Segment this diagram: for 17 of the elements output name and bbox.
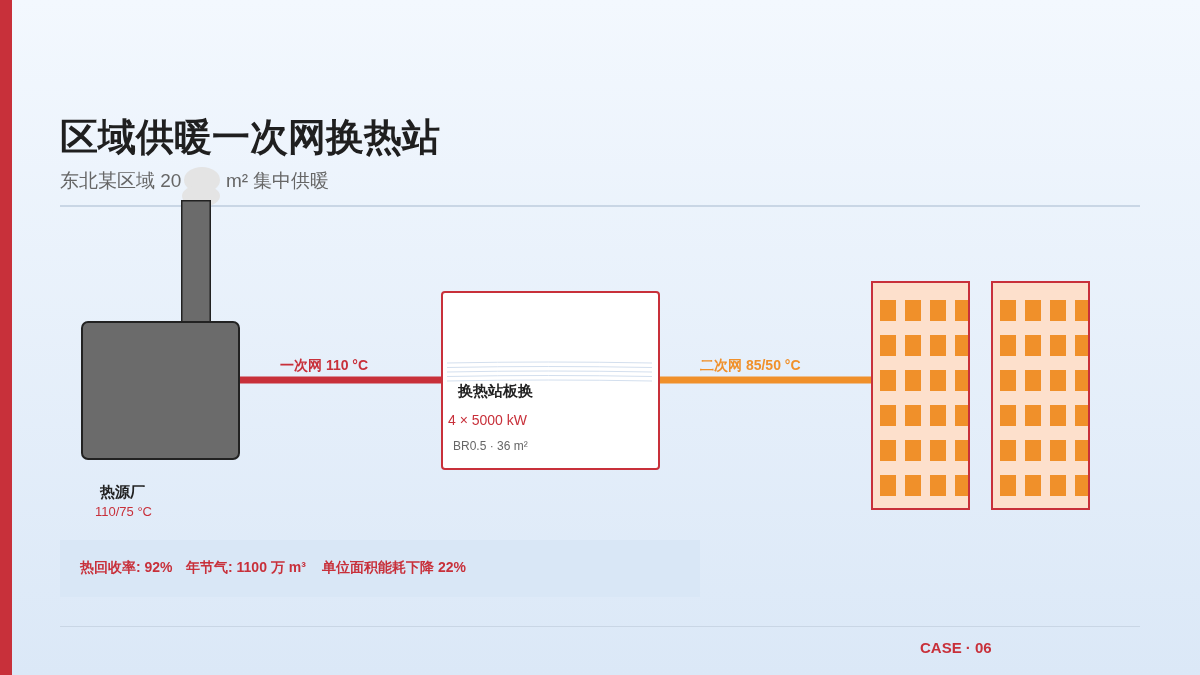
node-title: 换热站板换 [458, 382, 533, 400]
title: 区域供暖一次网换热站 [60, 116, 440, 160]
exchanger-box [441, 291, 660, 470]
pipe-line [660, 376, 871, 384]
subtitle-text: 东北某区域 20 [60, 170, 182, 192]
stat-text: 热回收率: 92% [80, 559, 173, 576]
spec-text: BR0.5 · 36 m² [453, 440, 528, 454]
stat-text: 年节气: 1100 万 m³ [186, 559, 306, 576]
capacity-text: 4 × 5000 kW [448, 412, 527, 429]
edge-label: 一次网 110 °C [280, 357, 369, 374]
case-number: CASE · 06 [920, 639, 992, 657]
node-title: 热源厂 [100, 483, 145, 501]
pipe-line [240, 376, 441, 384]
stat-text: 单位面积能耗下降 22% [322, 559, 466, 576]
edge-label: 二次网 85/50 °C [700, 357, 801, 374]
subtitle-text: m² 集中供暖 [226, 170, 330, 192]
node-subtitle: 110/75 °C [95, 505, 152, 520]
